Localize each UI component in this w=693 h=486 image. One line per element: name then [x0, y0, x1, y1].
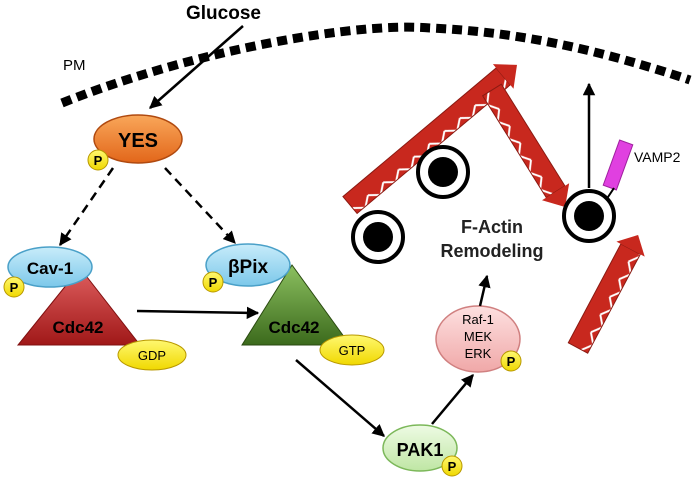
factin-label-line2: Remodeling: [440, 241, 543, 261]
cdc42-gdp-label: Cdc42: [52, 318, 103, 337]
actin-filament-lower: [567, 234, 645, 354]
pm-label: PM: [63, 57, 86, 74]
gtp-badge: [319, 334, 385, 366]
vamp2-label: VAMP2: [634, 149, 681, 165]
pak1-node: [382, 424, 458, 472]
vamp2-marker: [602, 139, 634, 191]
cdc42-gdp-node: [16, 267, 142, 346]
gdp-badge: [117, 339, 187, 371]
gtp-label: GTP: [339, 343, 366, 358]
erk-to-factin-arrow: [478, 274, 491, 307]
cdc42-gtp-node: [241, 264, 351, 346]
plasma-membrane: [60, 22, 692, 108]
bpix-label: βPix: [228, 257, 269, 278]
erk-phospho-label: P: [507, 354, 516, 369]
pak1-phospho-label: P: [448, 459, 457, 474]
factin-label-line1: F-Actin: [461, 217, 523, 237]
cav1-label: Cav-1: [27, 259, 73, 278]
actin-filament-right: [481, 83, 570, 208]
erk-label: ERK: [465, 346, 492, 361]
gdp-to-gtp-arrow: [136, 306, 260, 320]
cdc42-to-pak1-arrow: [295, 359, 385, 437]
raf1-label: Raf-1: [462, 312, 494, 327]
raf-mek-erk-node: [435, 305, 521, 373]
pak1-label: PAK1: [397, 440, 444, 460]
glucose-to-yes-arrow: [149, 25, 244, 109]
gdp-label: GDP: [138, 348, 166, 363]
cav1-node: [7, 246, 93, 288]
cav1-phospho-badge: [3, 276, 25, 298]
yes-to-cav1-dashed-arrow: [58, 167, 115, 247]
pak1-phospho-badge: [441, 455, 463, 477]
yes-label: YES: [118, 130, 158, 152]
vesicle-2: [416, 145, 470, 199]
vesicle-1: [351, 210, 405, 264]
vesicle-3: [562, 189, 616, 243]
yes-node: [93, 114, 183, 164]
bpix-node: [205, 243, 291, 287]
erk-phospho-badge: [500, 350, 522, 372]
yes-phospho-badge: [87, 149, 109, 171]
bpix-phospho-label: P: [209, 275, 218, 290]
bpix-phospho-badge: [202, 271, 224, 293]
cdc42-gtp-label: Cdc42: [268, 318, 319, 337]
glucose-label: Glucose: [186, 3, 261, 24]
cav1-phospho-label: P: [10, 280, 19, 295]
mek-label: MEK: [464, 329, 493, 344]
pak1-to-raf1-arrow: [431, 374, 474, 425]
yes-to-bpix-dashed-arrow: [164, 167, 236, 244]
yes-phospho-label: P: [94, 153, 103, 168]
vamp2-connector: [605, 187, 615, 201]
